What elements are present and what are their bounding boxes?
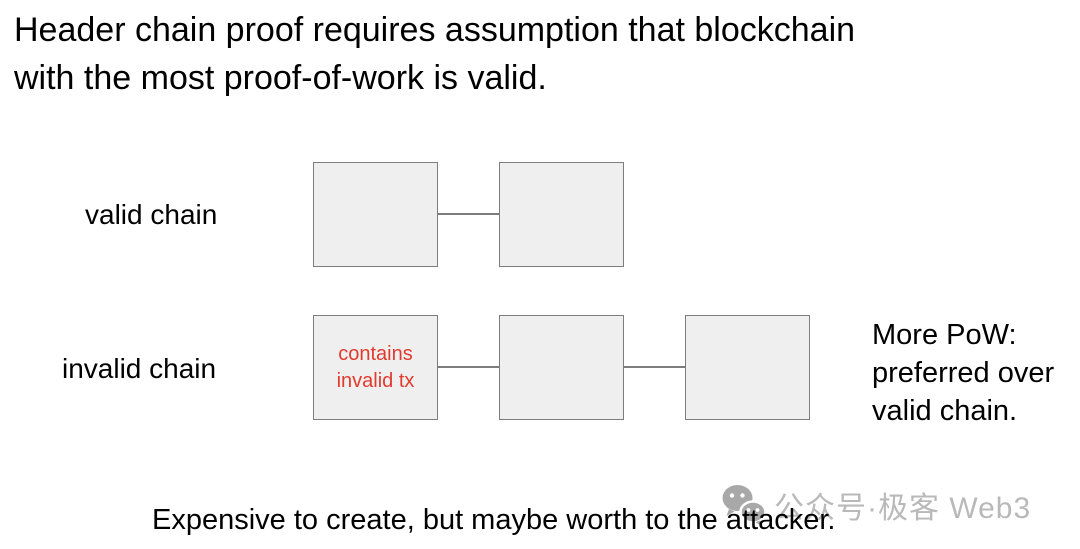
invalid-tx-note: contains invalid tx (336, 342, 415, 392)
valid-chain-block-1 (313, 162, 438, 267)
invalid-chain-block-3 (685, 315, 810, 420)
footer-text: Expensive to create, but maybe worth to … (152, 504, 836, 536)
invalid-chain-block-2 (499, 315, 624, 420)
annotation-line-3: valid chain. (872, 395, 1018, 427)
wechat-icon (720, 483, 766, 527)
invalid-chain-connector-1 (438, 366, 499, 368)
annotation-line-2: preferred over (872, 357, 1055, 389)
invalid-chain-connector-2 (624, 366, 685, 368)
valid-chain-label: valid chain (85, 199, 218, 230)
title-line-2: with the most proof-of-work is valid. (14, 59, 547, 97)
watermark-text: 公众号·极客 Web3 (774, 492, 1032, 525)
valid-chain-block-2 (499, 162, 624, 267)
watermark: 公众号·极客 Web3 (720, 483, 1031, 527)
slide-title: Header chain proof requires assumption t… (14, 6, 855, 102)
invalid-chain-block-1: contains invalid tx (313, 315, 438, 420)
valid-chain-connector-1 (438, 213, 499, 215)
title-line-1: Header chain proof requires assumption t… (14, 11, 856, 49)
invalid-chain-label: invalid chain (62, 353, 217, 384)
more-pow-annotation: More PoW: preferred over valid chain. (872, 316, 1054, 430)
annotation-line-1: More PoW: (872, 319, 1017, 351)
